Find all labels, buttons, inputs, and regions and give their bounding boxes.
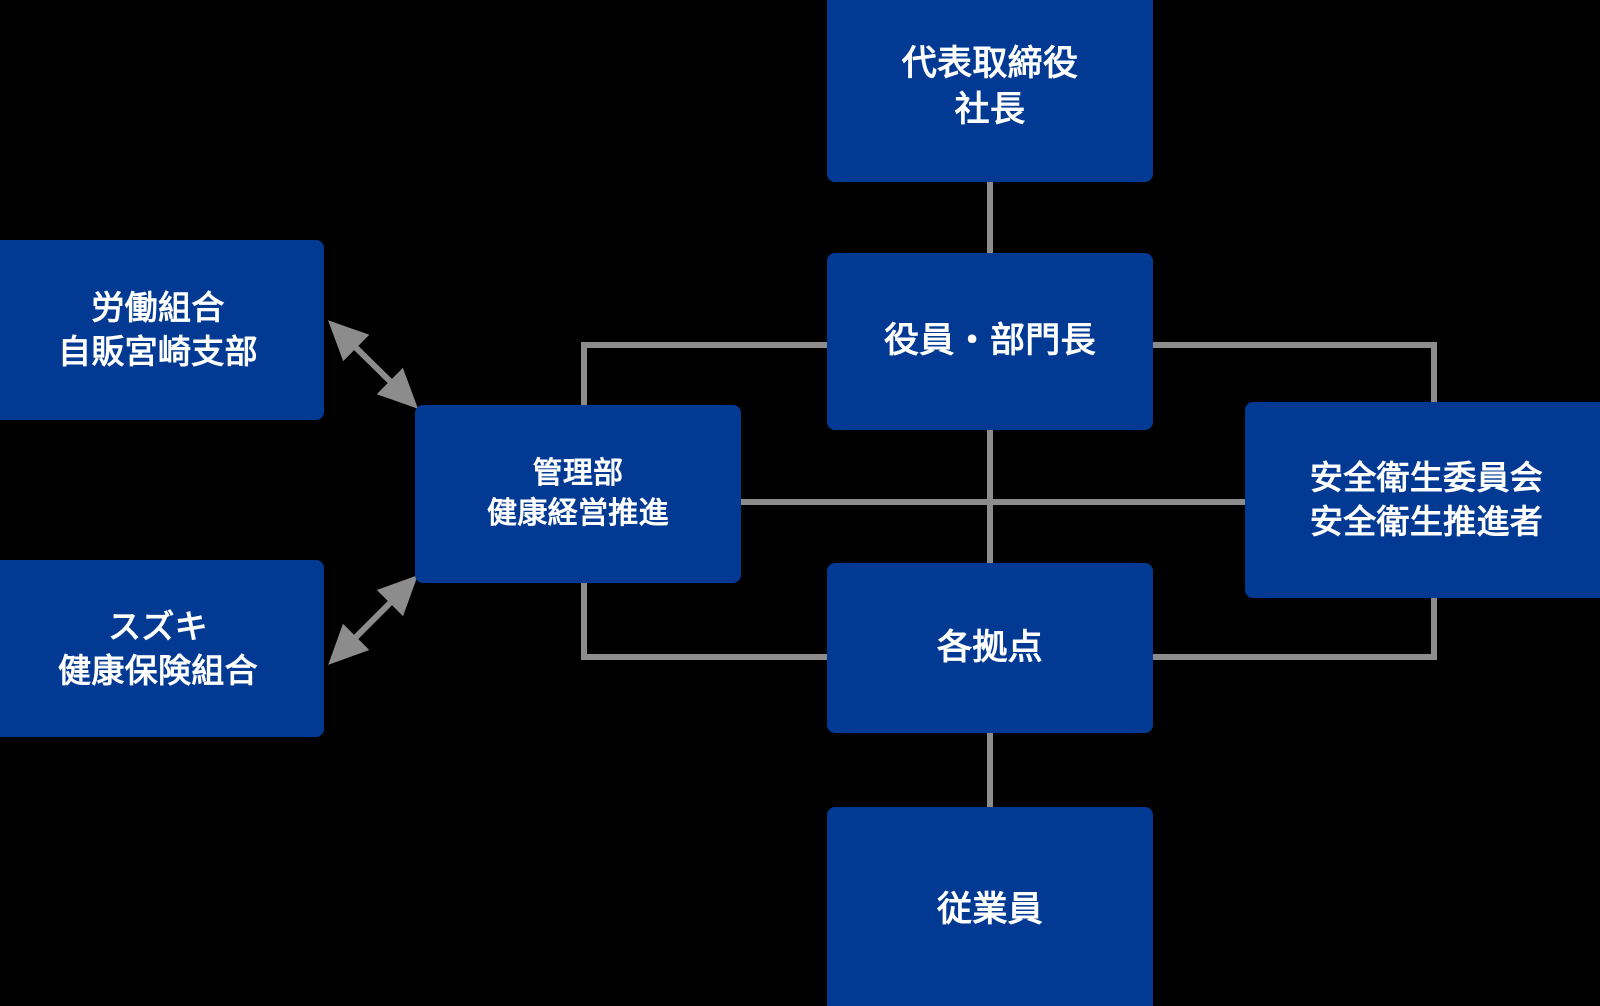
node-sites[interactable]: 各拠点: [827, 563, 1153, 733]
node-labor-union[interactable]: 労働組合 自販宮崎支部: [0, 240, 324, 420]
connector-kenpo-admin-arrow: [328, 575, 418, 665]
connector-union-admin-arrow: [328, 320, 418, 409]
node-president-line-1: 代表取締役: [901, 43, 1079, 83]
node-employees-line-1: 従業員: [937, 890, 1043, 930]
node-president-line-2: 社長: [954, 90, 1026, 129]
node-labor-union-line-1: 労働組合: [91, 289, 225, 327]
node-president[interactable]: 代表取締役 社長: [827, 0, 1153, 182]
node-safety-health-committee-line-2: 安全衛生推進者: [1309, 503, 1544, 540]
node-health-insurance-association-line-1: スズキ: [108, 607, 208, 645]
node-employees[interactable]: 従業員: [827, 807, 1153, 1006]
node-sites-line-1: 各拠点: [937, 627, 1043, 667]
node-administration-department-line-1: 管理部: [532, 457, 624, 491]
connector-executives-safety: [1153, 342, 1437, 404]
node-safety-health-committee[interactable]: 安全衛生委員会 安全衛生推進者: [1245, 402, 1600, 598]
node-administration-department-line-2: 健康経営推進: [487, 497, 669, 530]
node-executives[interactable]: 役員・部門長: [827, 253, 1153, 430]
node-health-insurance-association-line-2: 健康保険組合: [58, 651, 258, 689]
node-labor-union-line-2: 自販宮崎支部: [58, 333, 258, 370]
connector-executives-admin: [581, 342, 827, 407]
node-safety-health-committee-line-1: 安全衛生委員会: [1309, 459, 1544, 497]
connector-admin-sites: [581, 582, 827, 660]
node-executives-line-1: 役員・部門長: [884, 321, 1096, 361]
node-administration-department[interactable]: 管理部 健康経営推進: [415, 405, 741, 583]
node-health-insurance-association[interactable]: スズキ 健康保険組合: [0, 560, 324, 737]
connector-safety-sites: [1153, 597, 1437, 660]
